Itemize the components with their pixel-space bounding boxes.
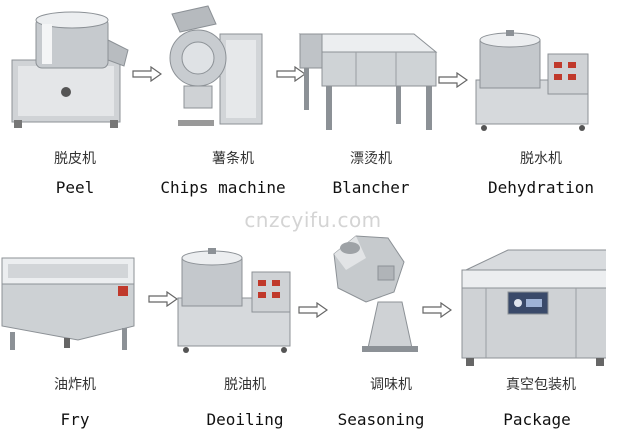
flow-arrow-icon: [276, 66, 306, 82]
step-label-en: Chips machine: [160, 178, 286, 197]
step-label-cn: 脱水机: [520, 151, 562, 167]
step-label-cn: 真空包装机: [506, 377, 576, 393]
deoiler-machine-icon: [177, 248, 291, 353]
fryer-machine-icon: [1, 257, 135, 350]
flow-arrow-icon: [132, 66, 162, 82]
seasoning-machine-icon: [333, 235, 418, 352]
step-label-cn: 调味机: [370, 377, 412, 393]
flow-arrow-icon: [438, 72, 468, 88]
step-label-en: Blancher: [332, 178, 410, 197]
watermark-text: cnzcyifu.com: [244, 208, 382, 232]
flow-arrow-icon: [148, 291, 178, 307]
chips-cutter-machine-icon: [169, 5, 263, 126]
blancher-machine-icon: [298, 33, 438, 130]
step-label-en: Peel: [55, 178, 95, 197]
step-label-cn: 漂烫机: [350, 151, 392, 167]
peeler-machine-icon: [11, 11, 129, 128]
step-label-en: Fry: [60, 410, 90, 429]
flow-arrow-icon: [298, 302, 328, 318]
flow-arrow-icon: [422, 302, 452, 318]
step-label-en: Deoiling: [206, 410, 284, 429]
vacuum-packer-machine-icon: [461, 249, 606, 366]
step-label-en: Seasoning: [337, 410, 425, 429]
step-label-cn: 薯条机: [212, 151, 254, 167]
dehydrator-machine-icon: [475, 30, 589, 131]
step-label-cn: 脱皮机: [54, 151, 96, 167]
step-label-cn: 脱油机: [224, 377, 266, 393]
step-label-en: Dehydration: [488, 178, 594, 197]
step-label-en: Package: [503, 410, 571, 429]
step-label-cn: 油炸机: [54, 377, 96, 393]
